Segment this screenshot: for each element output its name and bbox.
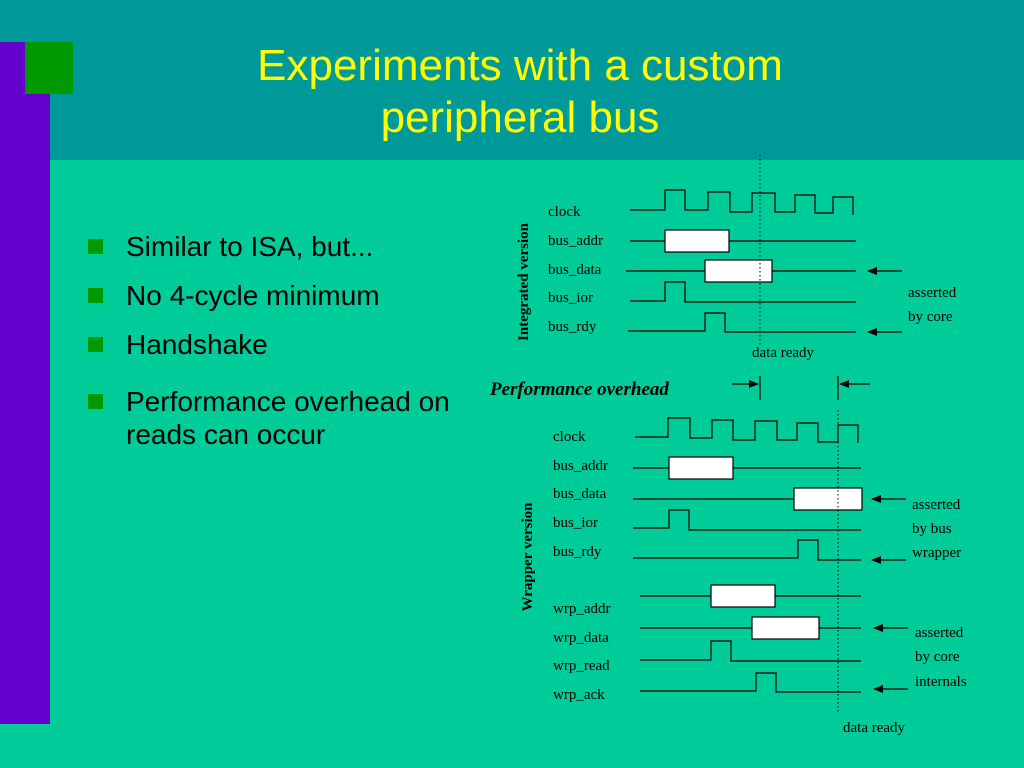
- bullet-text: No 4-cycle minimum: [126, 280, 380, 311]
- bullet-item: Similar to ISA, but...: [88, 230, 488, 263]
- waveform-bus-data-valid: [704, 259, 773, 283]
- note-asserted-by-core: asserted by core: [908, 285, 960, 325]
- wrapper-waveforms: [633, 417, 863, 693]
- signal-label: bus_ior: [553, 515, 598, 531]
- waveform-wrp-read: [640, 640, 861, 662]
- accent-square: [25, 42, 73, 94]
- square-bullet-icon: [88, 337, 103, 352]
- signal-label: clock: [553, 429, 586, 445]
- signal-label: bus_ior: [548, 290, 593, 306]
- note-asserted-by-bus-wrapper: asserted by bus wrapper: [912, 497, 964, 561]
- signal-label: wrp_data: [553, 630, 609, 646]
- waveform-bus-ior: [630, 281, 856, 303]
- title-line-2: peripheral bus: [380, 93, 660, 142]
- waveform-clock: [630, 189, 854, 215]
- bullet-item: Handshake: [88, 328, 488, 361]
- waveform-wrp-ack: [640, 672, 861, 693]
- waveform-wrp-data-valid: [751, 616, 820, 640]
- waveform-wrp-addr-valid: [710, 584, 776, 608]
- integrated-version-label: Integrated version: [516, 222, 532, 341]
- square-bullet-icon: [88, 239, 103, 254]
- signal-label: wrp_addr: [553, 601, 610, 617]
- waveform-bus-rdy: [633, 539, 861, 561]
- signal-label: bus_data: [548, 262, 602, 278]
- bullet-text: Performance overhead on reads can occur: [126, 386, 450, 450]
- left-accent-bar: [0, 42, 50, 724]
- title-line-1: Experiments with a custom: [257, 41, 783, 90]
- signal-label: bus_data: [553, 486, 607, 502]
- bullet-text: Similar to ISA, but...: [126, 231, 374, 262]
- bullet-list: Similar to ISA, but... No 4-cycle minimu…: [88, 230, 488, 467]
- waveform-bus-addr-valid: [668, 456, 734, 480]
- signal-label: bus_addr: [553, 458, 608, 474]
- note-asserted-by-core-internals: asserted by core internals: [915, 625, 967, 690]
- waveform-bus-data-valid: [793, 487, 863, 511]
- signal-label: bus_rdy: [553, 544, 602, 560]
- signal-label: wrp_ack: [553, 687, 605, 703]
- signal-label: bus_rdy: [548, 319, 597, 335]
- waveform-bus-rdy: [628, 312, 856, 333]
- bullet-item: No 4-cycle minimum: [88, 279, 488, 312]
- bullet-text: Handshake: [126, 329, 268, 360]
- bullet-item: Performance overhead on reads can occur: [88, 385, 488, 451]
- signal-label: wrp_read: [553, 658, 610, 674]
- waveform-bus-addr-valid: [664, 229, 730, 253]
- slide-title: Experiments with a custom peripheral bus: [160, 40, 880, 144]
- data-ready-label-top: data ready: [752, 345, 815, 361]
- waveform-bus-ior: [633, 509, 861, 531]
- integrated-waveforms: [626, 189, 856, 333]
- square-bullet-icon: [88, 394, 103, 409]
- signal-label: bus_addr: [548, 233, 603, 249]
- data-ready-label-bottom: data ready: [843, 720, 906, 736]
- square-bullet-icon: [88, 288, 103, 303]
- wrapper-version-label: Wrapper version: [520, 502, 536, 612]
- performance-overhead-label: Performance overhead: [489, 379, 669, 400]
- slide-header: [0, 0, 1024, 160]
- signal-label: clock: [548, 204, 581, 220]
- waveform-clock: [635, 417, 859, 443]
